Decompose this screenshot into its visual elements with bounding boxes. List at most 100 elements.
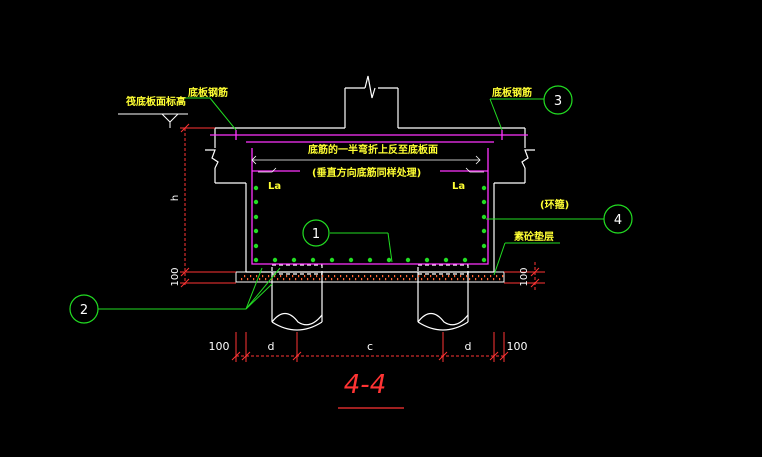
cushion-speckle (346, 275, 348, 277)
cushion-speckle (451, 279, 453, 281)
cushion-speckle (325, 278, 327, 280)
cushion-speckle (445, 278, 447, 280)
cushion-speckle (301, 279, 303, 281)
cushion-speckle (406, 275, 408, 277)
callout-2: 2 (69, 294, 99, 324)
cushion-speckle (268, 276, 270, 278)
cushion-speckle (373, 279, 375, 281)
rebar-dot (253, 257, 259, 263)
cushion-speckle (499, 279, 501, 281)
cushion-speckle (430, 275, 432, 277)
cushion-speckle (244, 275, 246, 277)
cushion-speckle (490, 276, 492, 278)
cushion-speckle (454, 276, 456, 278)
cushion-speckle (304, 275, 306, 277)
elevation-symbol (118, 113, 188, 128)
cushion-speckle (481, 278, 483, 280)
cushion-speckle (358, 276, 360, 278)
cushion-speckle (493, 278, 495, 280)
rebar-dot (253, 228, 259, 234)
cushion-speckle (391, 278, 393, 280)
cushion-speckle (496, 275, 498, 277)
raft-top-elevation-label: 筏底板面标高 (126, 95, 186, 108)
rebar-dot (386, 257, 392, 263)
cushion-speckle (385, 279, 387, 281)
note-line-2: (垂直方向底筋同样处理) (312, 166, 421, 179)
cushion-speckle (250, 275, 252, 277)
cushion-speckle (460, 275, 462, 277)
cushion-speckle (283, 279, 285, 281)
la-left-label: La (268, 181, 281, 192)
cushion-speckle (382, 276, 384, 278)
cushion-speckle (247, 279, 249, 281)
cushion-speckle (244, 276, 246, 278)
rebar-dot (481, 199, 487, 205)
cushion-speckle (319, 278, 321, 280)
rebar-dot (481, 243, 487, 249)
cushion-speckle (487, 278, 489, 280)
rebar-dot (253, 214, 259, 220)
dim-c: c (367, 340, 373, 353)
dim-d-left: d (268, 340, 275, 353)
cushion-speckle (295, 279, 297, 281)
cushion-speckle (391, 279, 393, 281)
callout-4: 4 (603, 204, 633, 234)
cushion-speckle (409, 279, 411, 281)
la-right-label: La (452, 181, 465, 192)
cushion-speckle (448, 276, 450, 278)
rebar-lines (210, 130, 528, 265)
cushion-speckle (313, 278, 315, 280)
cushion-speckle (334, 275, 336, 277)
cushion-speckle (280, 276, 282, 278)
cushion-speckle (370, 275, 372, 277)
cushion-speckle (343, 278, 345, 280)
rebar-dot (481, 228, 487, 234)
cushion-speckle (502, 276, 504, 278)
svg-text:4: 4 (614, 213, 622, 228)
cushion-speckle (355, 278, 357, 280)
cushion-speckle (388, 276, 390, 278)
rebar-dot (348, 257, 354, 263)
cushion-speckle (397, 278, 399, 280)
cushion-speckle (307, 279, 309, 281)
hook-label: (环箍) (540, 198, 569, 211)
cushion-speckle (322, 275, 324, 277)
cushion-speckle (361, 278, 363, 280)
dim-d-right: d (465, 340, 472, 353)
svg-text:1: 1 (312, 227, 320, 242)
cushion-speckle (424, 276, 426, 278)
cushion-speckle (328, 276, 330, 278)
cushion-speckle (364, 275, 366, 277)
cushion-speckle (256, 276, 258, 278)
callout-1: 1 (302, 219, 330, 247)
cushion-speckle (274, 276, 276, 278)
cushion-speckle (289, 278, 291, 280)
cushion-speckle (433, 279, 435, 281)
cushion-speckle (472, 275, 474, 277)
cushion-speckle (280, 275, 282, 277)
cushion-speckle (382, 275, 384, 277)
cushion-speckle (442, 276, 444, 278)
rebar-dot (462, 257, 468, 263)
callouts: 1 2 3 4 (69, 85, 633, 324)
cushion-speckle (259, 279, 261, 281)
callout-3: 3 (543, 85, 573, 115)
cushion-speckle (481, 279, 483, 281)
cushion-speckle (475, 279, 477, 281)
cushion-speckle (466, 275, 468, 277)
cushion-speckle (253, 278, 255, 280)
cushion-speckle (340, 275, 342, 277)
cushion-speckle (394, 275, 396, 277)
cushion-speckle (409, 278, 411, 280)
bottom-rebar-left-label: 底板钢筋 (188, 86, 228, 99)
rebar-dot (291, 257, 297, 263)
cushion-speckle (388, 275, 390, 277)
cushion-speckle (295, 278, 297, 280)
cushion-speckle (256, 275, 258, 277)
cushion-speckle (298, 276, 300, 278)
cushion-speckle (307, 278, 309, 280)
cushion-speckle (262, 275, 264, 277)
cushion-speckle (490, 275, 492, 277)
cushion-speckle (361, 279, 363, 281)
cushion-speckle (433, 278, 435, 280)
